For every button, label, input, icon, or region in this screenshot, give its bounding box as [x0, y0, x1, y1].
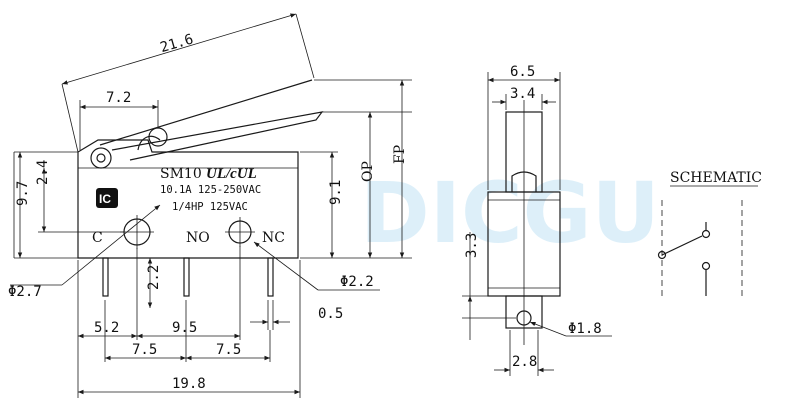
actuator-lever [99, 79, 324, 161]
cert-mark: UL/cUL [206, 166, 257, 182]
dim-lever-length: 21.6 [158, 31, 195, 56]
dim-c-to-nc: 9.5 [172, 320, 197, 336]
pivot-inner [96, 153, 106, 163]
dim-height-total: 9.7 [15, 181, 31, 206]
rating-line-1: 10.1A 125-250VAC [160, 184, 261, 196]
dim-c-to-no: 7.5 [132, 342, 157, 358]
dim-side-pin-width: 2.8 [512, 354, 537, 370]
dim-plunger-width: 3.4 [510, 86, 535, 102]
roller-arm [137, 135, 161, 151]
dim-lever-offset: 7.2 [106, 90, 131, 106]
terminal-nc-label: NC [262, 230, 285, 246]
pin-no [183, 257, 190, 297]
dim-side-hole: Φ1.8 [568, 321, 602, 337]
dim-no-to-nc: 7.5 [216, 342, 241, 358]
dim-left-to-c: 5.2 [94, 320, 119, 336]
dim-side-width: 6.5 [510, 64, 535, 80]
pivot-outer [90, 147, 112, 169]
schematic-no [701, 261, 711, 271]
dim-pin-length: 2.2 [146, 265, 162, 290]
dim-side-pin-height: 3.3 [464, 233, 480, 258]
dim-op: OP [360, 161, 376, 182]
terminal-no-label: NO [186, 230, 210, 246]
brand-logo-text: IC [99, 192, 111, 206]
pin-nc [267, 257, 274, 297]
rating-line-2: 1/4HP 125VAC [172, 201, 248, 213]
dim-hole-nc: Φ2.2 [340, 274, 374, 290]
switch-body [77, 139, 299, 259]
watermark: DICGU [360, 164, 660, 262]
schematic-label: SCHEMATIC [670, 170, 762, 186]
front-view: IC SM10 UL/cUL 10.1A 125-250VAC 1/4HP 12… [8, 13, 412, 398]
schematic-contact [661, 235, 703, 256]
side-view: 6.5 3.4 3.3 Φ1.8 2.8 [462, 64, 612, 376]
dim-pin-thickness: 0.5 [318, 306, 343, 322]
dim-body-width: 19.8 [172, 376, 206, 392]
schematic: SCHEMATIC [657, 170, 762, 300]
schematic-common [657, 250, 667, 260]
dim-fp: FP [392, 145, 408, 164]
roller [148, 127, 168, 147]
brand-logo [96, 188, 118, 208]
model-label: SM10 [160, 166, 202, 182]
pin-c [102, 257, 109, 297]
dim-height-upper: 2.4 [35, 160, 51, 185]
dim-hole-c: Φ2.7 [8, 284, 42, 300]
dim-body-height: 9.1 [328, 180, 344, 205]
terminal-c-label: C [92, 230, 103, 246]
schematic-nc [701, 229, 711, 239]
